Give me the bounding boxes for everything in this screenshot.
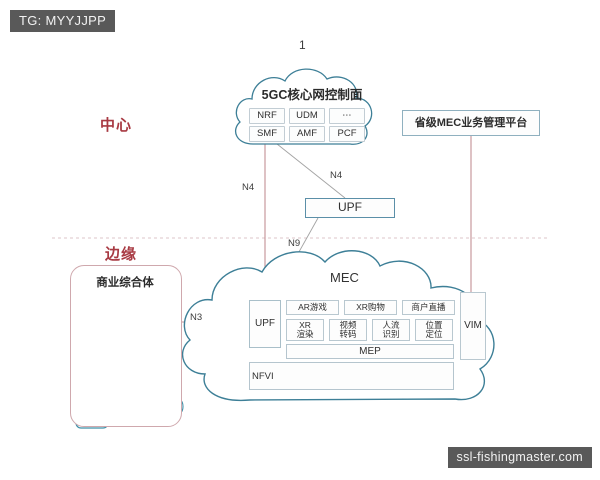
mec-app-location: 位置 定位: [415, 319, 453, 341]
core-cloud-title: 5GC核心网控制面: [261, 88, 363, 102]
label-n3: N3: [190, 312, 203, 323]
mec-upf-box: UPF: [249, 300, 281, 348]
mec-app-xr-render-line1: XR: [299, 319, 311, 330]
mec-app-crowd-recognition-line2: 识别: [382, 329, 400, 339]
core-cloud-shape: [235, 68, 373, 145]
mec-app-merchant-live: 商户直播: [402, 300, 455, 315]
mec-vim-box: VIM: [460, 292, 486, 360]
top-marker-label: 1: [299, 38, 306, 52]
label-n9: N9: [288, 238, 301, 249]
mec-app-location-line2: 定位: [425, 329, 443, 339]
mec-app-xr-render-line2: 渲染: [296, 329, 314, 339]
nf-box-more: ⋯: [329, 108, 365, 124]
mec-app-video-transcode-line1: 视频: [339, 319, 357, 330]
zone-label-center: 中心: [100, 117, 133, 134]
mec-app-ar-game: AR游戏: [286, 300, 339, 315]
mec-nfvi-band: [249, 362, 454, 390]
mec-app-xr-shopping: XR购物: [344, 300, 397, 315]
central-upf-box: UPF: [305, 198, 395, 218]
provincial-mec-platform-box: 省级MEC业务管理平台: [402, 110, 540, 136]
watermark-top-left: TG: MYYJJPP: [10, 10, 116, 32]
nf-box-amf: AMF: [289, 126, 325, 142]
mec-app-video-transcode-line2: 转码: [339, 329, 357, 339]
mec-app-xr-render: XR 渲染: [286, 319, 324, 341]
mec-app-location-line1: 位置: [425, 319, 443, 330]
commercial-complex-box: [70, 265, 182, 427]
mec-app-video-transcode: 视频 转码: [329, 319, 367, 341]
mec-cloud-title: MEC: [330, 270, 359, 285]
mec-nfvi-label: NFVI: [252, 371, 274, 382]
nf-box-nrf: NRF: [249, 108, 285, 124]
nf-box-udm: UDM: [289, 108, 325, 124]
nf-box-smf: SMF: [249, 126, 285, 142]
nf-box-pcf: PCF: [329, 126, 365, 142]
mec-mep-box: MEP: [286, 344, 454, 359]
label-n4-diagonal: N4: [330, 170, 343, 181]
mec-app-crowd-recognition: 人流 识别: [372, 319, 410, 341]
watermark-bottom-right: ssl-fishingmaster.com: [447, 446, 592, 468]
link-n4-diagonal: [271, 139, 346, 199]
commercial-complex-title: 商业综合体: [96, 277, 154, 289]
mec-app-crowd-recognition-line1: 人流: [382, 319, 400, 330]
label-n4-vertical: N4: [242, 182, 255, 193]
zone-label-edge: 边缘: [105, 246, 138, 263]
